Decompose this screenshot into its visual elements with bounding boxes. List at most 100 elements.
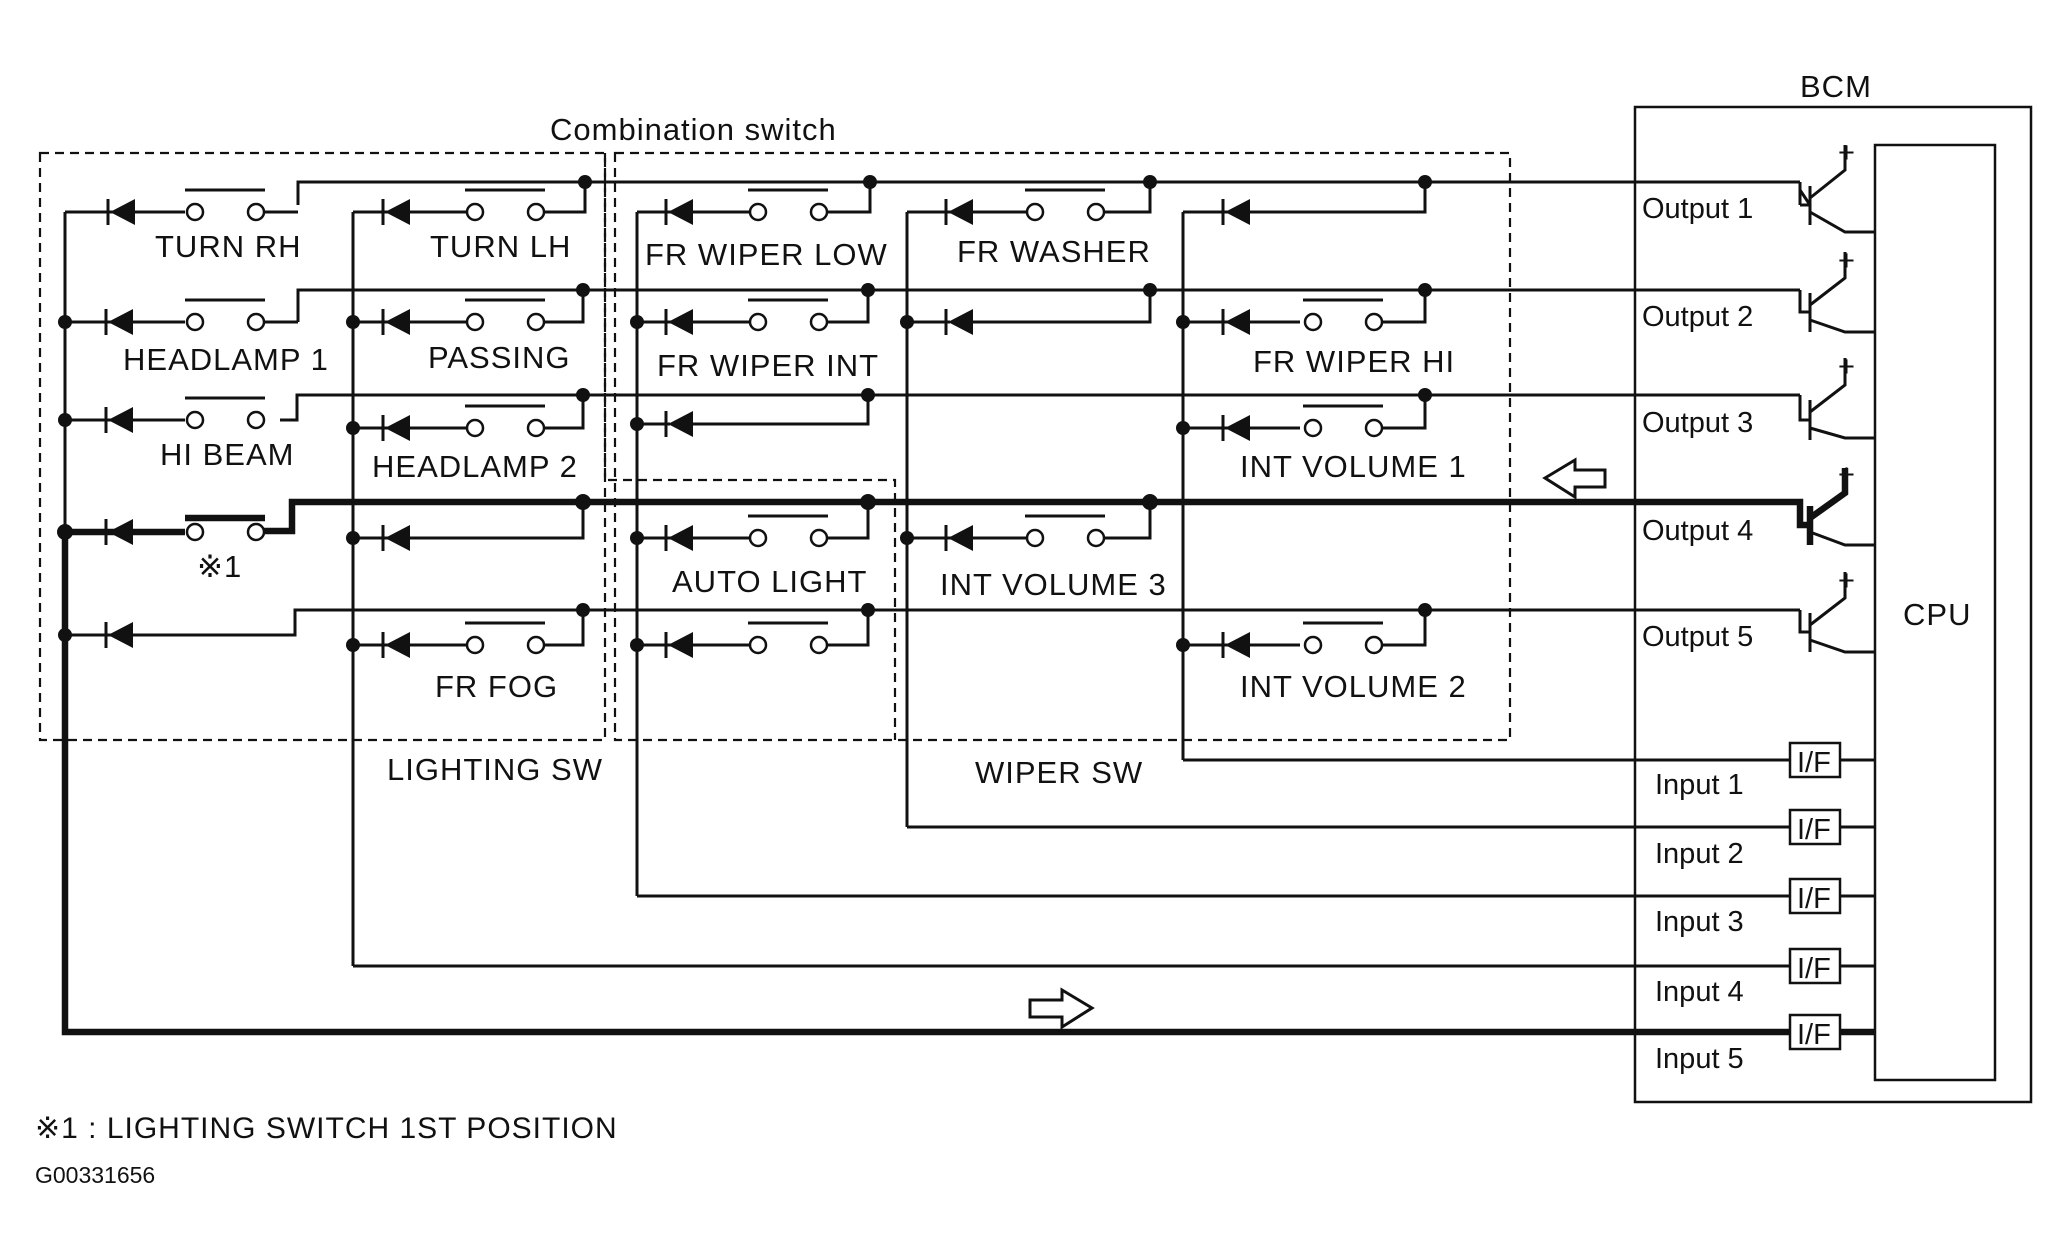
junction-dot	[630, 315, 644, 329]
label-turn-lh: TURN LH	[430, 229, 571, 264]
junction-dot	[575, 494, 591, 510]
junction-dot	[578, 175, 592, 189]
output-4-active-line	[260, 498, 1780, 535]
input-5-label: Input 5	[1655, 1043, 1744, 1075]
diode-icon	[110, 199, 135, 225]
junction-dot	[346, 638, 360, 652]
label-passing: PASSING	[428, 340, 571, 375]
if-label-2: I/F	[1797, 814, 1831, 846]
switch-lighting-1st-position	[65, 519, 266, 545]
junction-dot	[900, 531, 914, 545]
contact-icon	[185, 312, 205, 332]
junction-dot	[58, 628, 72, 642]
transistor-output-1	[1780, 145, 1875, 234]
if-label-3: I/F	[1797, 883, 1831, 915]
label-fr-wiper-int: FR WIPER INT	[657, 348, 879, 383]
diode-icon	[385, 199, 410, 225]
if-label-5: I/F	[1797, 1019, 1831, 1051]
contact-icon	[246, 410, 266, 430]
contact-icon	[1303, 635, 1323, 655]
contact-icon	[246, 522, 266, 542]
switch-headlamp-2	[353, 395, 585, 441]
plus-sign-1: +	[1838, 137, 1855, 169]
label-hi-beam: HI BEAM	[160, 437, 294, 472]
junction-dot	[346, 531, 360, 545]
flow-arrows	[1028, 457, 1607, 1030]
contact-icon	[1364, 418, 1384, 438]
junction-dot	[1418, 283, 1432, 297]
diode-icon	[385, 525, 410, 551]
contact-icon	[185, 202, 205, 222]
junction-dot	[576, 388, 590, 402]
junction-dot	[346, 421, 360, 435]
junction-dot	[576, 603, 590, 617]
diode-icon	[948, 525, 973, 551]
switch-int-volume-2	[1183, 610, 1427, 658]
enclosures	[38, 151, 1512, 742]
contact-icon	[1025, 202, 1045, 222]
contact-icon	[465, 418, 485, 438]
switch-turn-rh	[65, 188, 298, 225]
contact-icon	[748, 202, 768, 222]
contact-icon	[465, 202, 485, 222]
contact-icon	[526, 418, 546, 438]
transistor-output-2	[1780, 252, 1875, 334]
diode-icon	[385, 415, 410, 441]
junction-dot	[1143, 175, 1157, 189]
junction-dot	[57, 524, 73, 540]
cpu-label: CPU	[1903, 597, 1971, 632]
label-fr-fog: FR FOG	[435, 669, 558, 704]
junction-dot	[1418, 175, 1432, 189]
switch-fr-wiper-hi	[1183, 290, 1427, 335]
switch-fr-wiper-int-right	[907, 290, 1152, 335]
switch-turn-lh	[353, 182, 587, 225]
output-2-label: Output 2	[1642, 301, 1753, 333]
if-label-1: I/F	[1797, 747, 1831, 779]
input-2-label: Input 2	[1655, 838, 1744, 870]
diode-icon	[108, 309, 133, 335]
if-box-input-3	[1788, 877, 1842, 915]
diode-icon	[668, 199, 693, 225]
switch-elements	[65, 182, 1427, 658]
junction-dot	[58, 315, 72, 329]
switch-hi-beam	[65, 396, 266, 433]
output-2-line	[296, 288, 1800, 322]
plus-sign-2: +	[1838, 245, 1855, 277]
diode-icon	[385, 309, 410, 335]
contact-icon	[748, 312, 768, 332]
diode-icon	[1225, 415, 1250, 441]
label-auto-light: AUTO LIGHT	[672, 564, 867, 599]
diode-icon	[668, 525, 693, 551]
labels: BCM Combination switch CPU LIGHTING SW W…	[35, 69, 1971, 1188]
label-headlamp-2: HEADLAMP 2	[372, 449, 578, 484]
contact-icon	[185, 522, 205, 542]
switch-fr-washer	[907, 182, 1152, 225]
output-4-label: Output 4	[1642, 515, 1753, 547]
switch-row5-wiper	[637, 610, 870, 658]
junction-dot	[1418, 603, 1432, 617]
output-transistors	[1780, 145, 1875, 654]
label-int-volume-1: INT VOLUME 1	[1240, 449, 1467, 484]
switch-int-volume-3	[907, 502, 1152, 551]
contact-icon	[809, 312, 829, 332]
contact-icon	[526, 202, 546, 222]
switch-fr-wiper-int	[637, 290, 870, 335]
diode-icon	[1225, 199, 1250, 225]
contact-icon	[748, 635, 768, 655]
junction-dot	[861, 283, 875, 297]
wiper-sw-boundary	[613, 151, 1512, 742]
switch-fr-wiper-top-right	[1183, 182, 1427, 225]
if-box-input-5	[1788, 1013, 1842, 1051]
junction-dots	[57, 175, 1432, 652]
input-5-active-line	[61, 532, 1875, 1036]
contact-icon	[185, 410, 205, 430]
switch-fr-wiper-low	[637, 182, 872, 225]
label-int-volume-2: INT VOLUME 2	[1240, 669, 1467, 704]
bcm-box	[1633, 105, 2033, 1104]
contact-icon	[526, 312, 546, 332]
output-5-line	[70, 608, 1800, 637]
active-path	[61, 498, 1875, 1036]
diode-icon	[668, 309, 693, 335]
label-headlamp-1: HEADLAMP 1	[123, 342, 329, 377]
